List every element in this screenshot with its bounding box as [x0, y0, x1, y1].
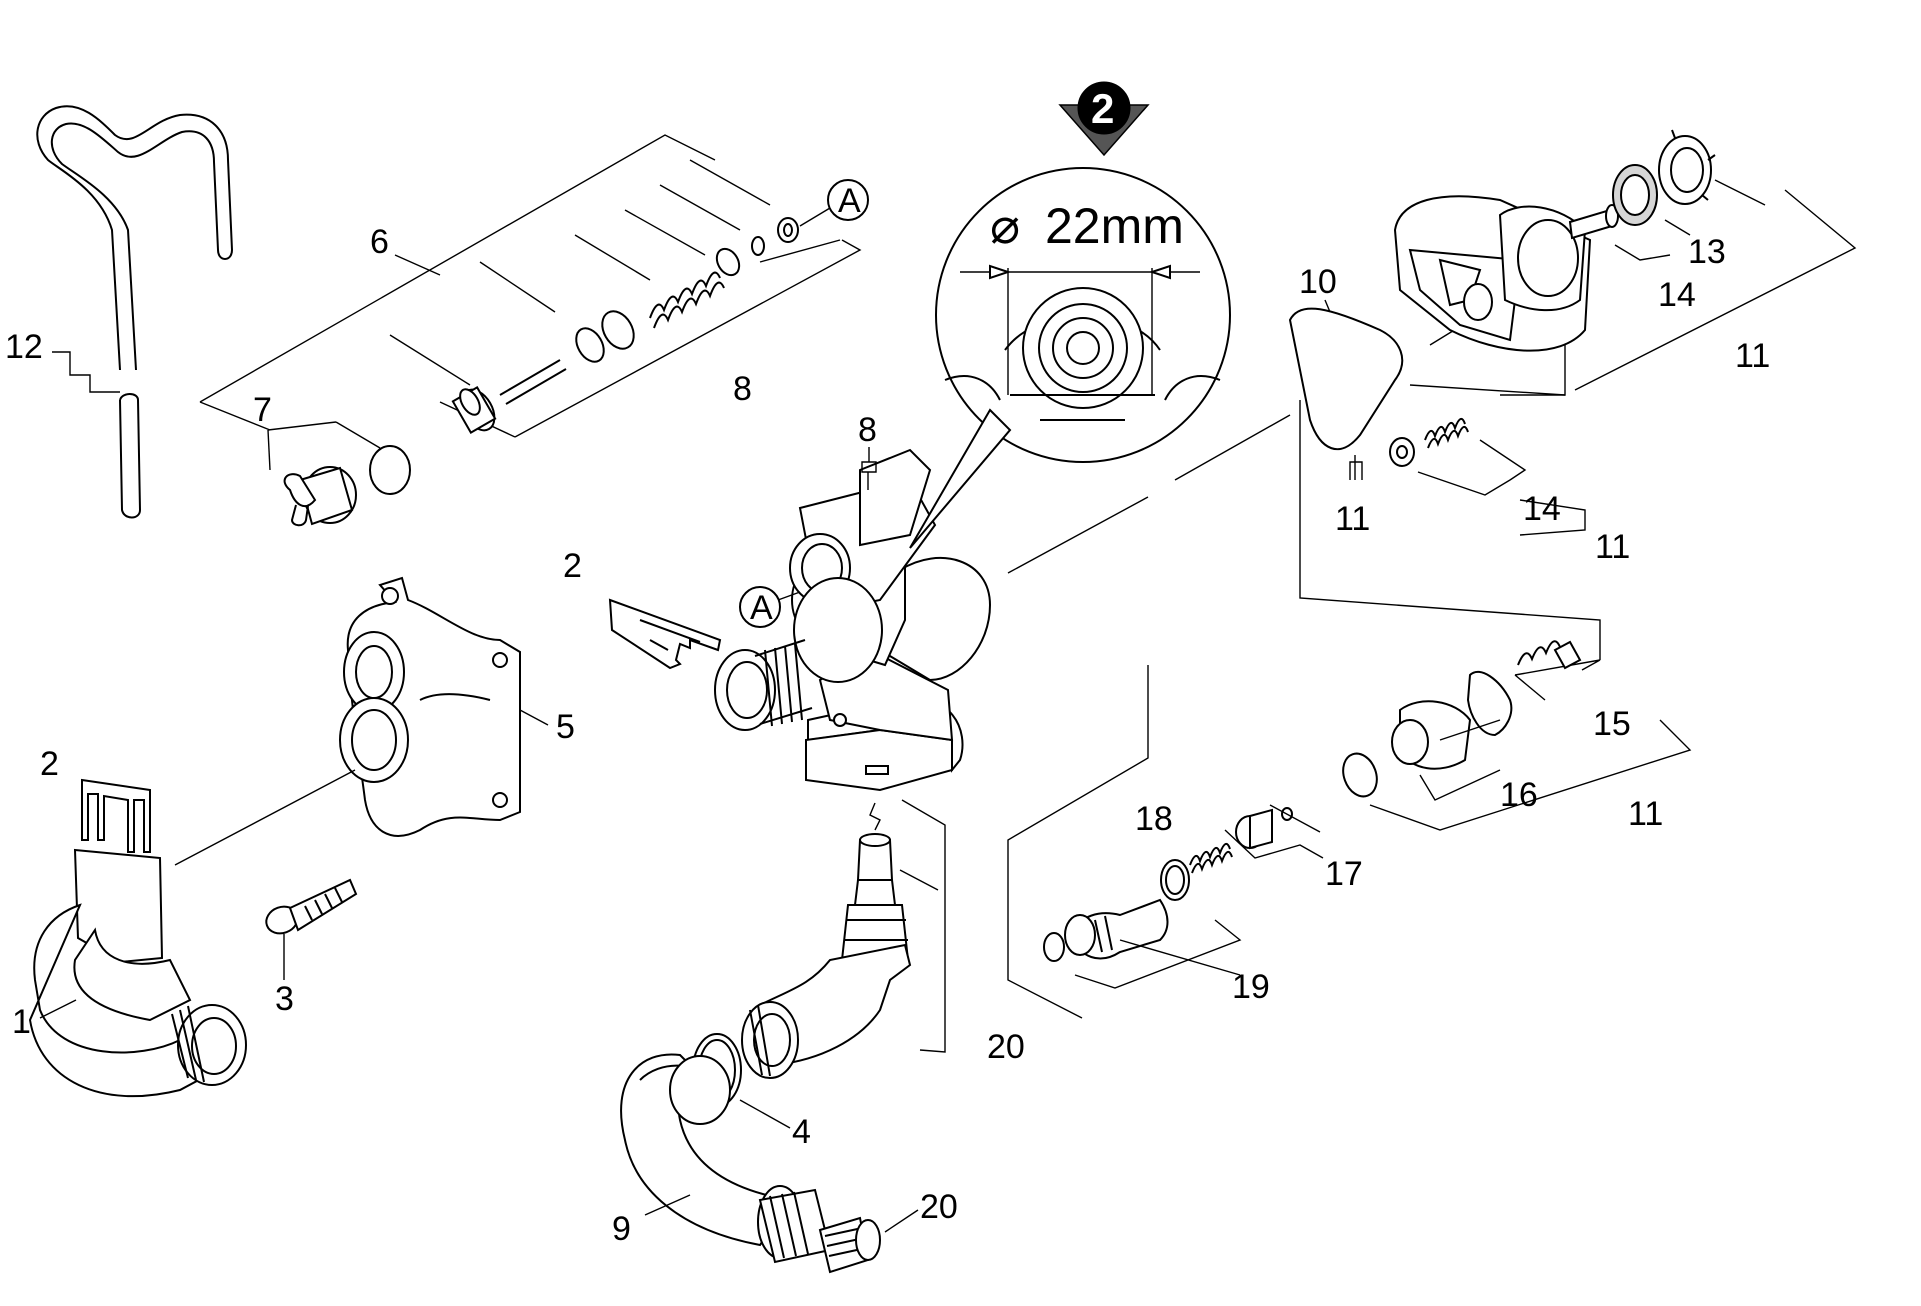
label-part-20-bottom: 20 [920, 1188, 958, 1226]
valve-spring [649, 271, 725, 329]
label-part-20-right: 20 [987, 1028, 1025, 1066]
outlet-assembly-part-20 [741, 799, 946, 1079]
detail-magnifier: ⌀ 22mm [909, 167, 1231, 549]
label-part-2-left: 2 [40, 745, 59, 783]
label-part-6: 6 [370, 223, 389, 261]
label-part-8-top: 8 [733, 370, 752, 408]
label-part-7: 7 [253, 391, 272, 429]
pump-head-body [714, 448, 992, 792]
label-part-8-center: 8 [858, 411, 877, 449]
label-part-15: 15 [1593, 705, 1631, 743]
elbow-fitting-part-1 [28, 769, 356, 1098]
clip-part-2-left [81, 778, 151, 853]
check-valve-insert [451, 359, 567, 434]
part-number-labels: 12 6 7 8 8 2 2 5 1 3 4 9 20 20 10 11 11 … [5, 223, 1770, 1248]
small-ring [751, 236, 765, 256]
section-arrow-number: 2 [1091, 85, 1114, 132]
washer [715, 247, 741, 277]
pin-part-8-center [861, 447, 877, 490]
label-part-17: 17 [1325, 855, 1363, 893]
label-part-9: 9 [612, 1210, 631, 1248]
label-part-2-center: 2 [563, 547, 582, 585]
label-part-11-seal: 11 [1335, 500, 1370, 538]
valve-piston-part-19 [1043, 804, 1324, 989]
inlet-elbow-part-7 [267, 421, 411, 527]
diameter-value: 22mm [1045, 198, 1184, 254]
svg-text:A: A [750, 589, 773, 627]
label-part-14-mid: 14 [1523, 490, 1561, 528]
reference-mark-a-center: A [739, 586, 801, 628]
housing-cover-part-5 [339, 576, 549, 837]
diameter-symbol: ⌀ [990, 198, 1020, 254]
elbow-fitting-part-9 [620, 1053, 919, 1274]
label-part-12: 12 [5, 328, 43, 366]
spring-set-part-14 [1389, 417, 1586, 536]
valve-block-part-11 [1393, 129, 1857, 396]
o-ring-small [575, 327, 605, 363]
label-part-1: 1 [12, 1003, 31, 1041]
reference-mark-a-top-label: A [838, 182, 861, 220]
label-part-18: 18 [1135, 800, 1173, 838]
label-part-10: 10 [1299, 263, 1337, 301]
o-ring-large [601, 310, 635, 350]
hose-part-12 [36, 105, 233, 519]
section-arrow-2: 2 [1058, 81, 1150, 157]
magnifier-pointer [909, 408, 1012, 549]
label-part-13: 13 [1688, 233, 1726, 271]
label-part-11-mid: 11 [1595, 528, 1630, 566]
label-part-16: 16 [1500, 776, 1538, 814]
valve-insert-part-16 [1342, 640, 1692, 831]
label-part-3: 3 [275, 980, 294, 1018]
valve-assembly-part-6: A [199, 134, 869, 438]
label-part-4: 4 [792, 1113, 811, 1151]
reference-mark-a-top [827, 179, 869, 221]
label-part-19: 19 [1232, 968, 1270, 1006]
screw-part-3 [265, 878, 358, 980]
label-part-5: 5 [556, 708, 575, 746]
label-part-11-lower: 11 [1628, 795, 1663, 833]
label-part-11-top: 11 [1735, 337, 1770, 375]
triangle-seal-part-10 [1288, 299, 1404, 480]
clip-part-2-center [608, 598, 722, 670]
label-part-14-top: 14 [1658, 276, 1696, 314]
connector-lines [1007, 400, 1601, 1019]
